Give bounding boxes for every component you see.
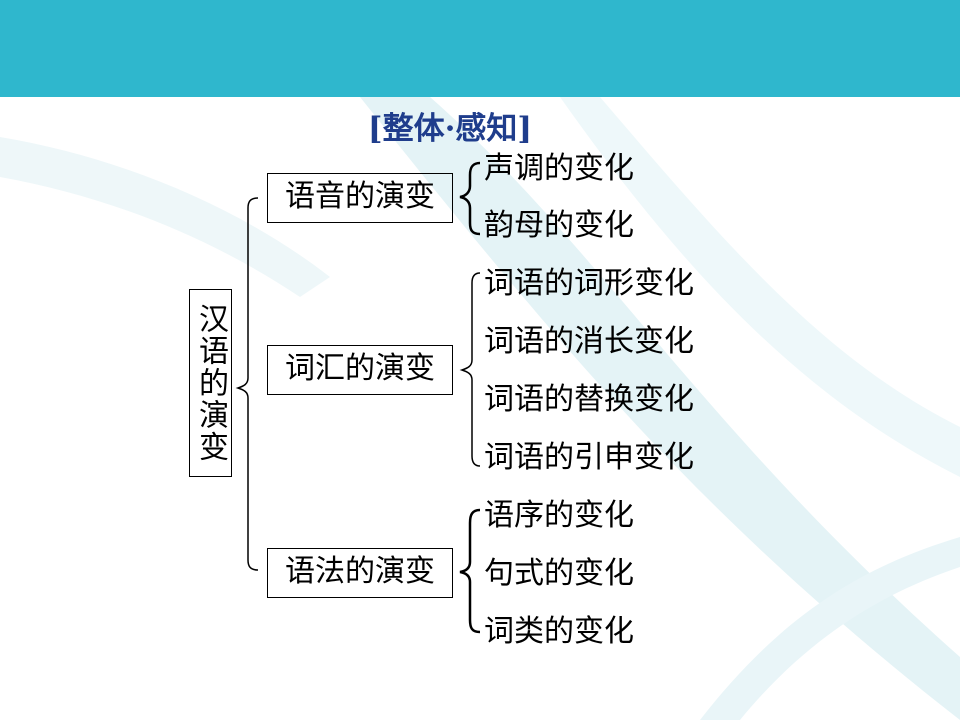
brace-branch-3 xyxy=(459,508,481,634)
header-bar xyxy=(0,0,960,97)
leaf-tone-change: 声调的变化 xyxy=(484,151,634,186)
background-decoration xyxy=(0,97,960,720)
root-node: 汉语的演变 xyxy=(189,289,232,477)
branch-grammar: 语法的演变 xyxy=(267,548,453,598)
leaf-final-change: 韵母的变化 xyxy=(484,208,634,243)
leaf-word-order-change: 语序的变化 xyxy=(484,498,634,533)
branch-phonetics: 语音的演变 xyxy=(267,173,453,223)
leaf-word-rise-fall-change: 词语的消长变化 xyxy=(484,324,694,359)
bracket-branch-2 xyxy=(459,272,481,467)
leaf-sentence-pattern-change: 句式的变化 xyxy=(484,556,634,591)
leaf-word-class-change: 词类的变化 xyxy=(484,614,634,649)
branch-vocabulary: 词汇的演变 xyxy=(267,345,453,395)
brace-branch-1 xyxy=(459,161,481,236)
section-title-text: [整体·感知] xyxy=(367,111,533,147)
root-bracket xyxy=(235,197,259,571)
leaf-word-replacement-change: 词语的替换变化 xyxy=(484,382,694,417)
leaf-word-extension-change: 词语的引申变化 xyxy=(484,440,694,475)
leaf-word-form-change: 词语的词形变化 xyxy=(484,266,694,301)
section-title: [整体·感知] xyxy=(0,103,900,148)
